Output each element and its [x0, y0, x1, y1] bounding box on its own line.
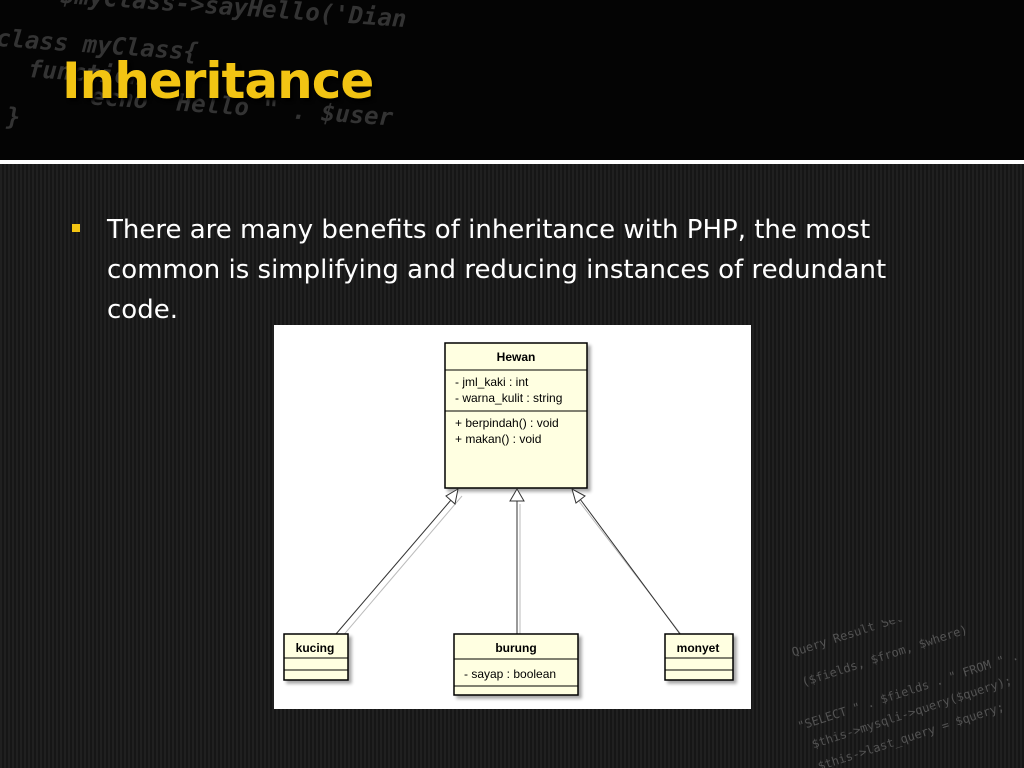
class-attribute: - sayap : boolean	[464, 667, 556, 681]
arrow-monyet	[579, 498, 681, 635]
header-divider	[0, 160, 1024, 164]
arrow-kucing	[335, 499, 452, 635]
class-method: + makan() : void	[455, 432, 541, 446]
square-bullet-icon	[72, 224, 80, 232]
class-name: Hewan	[497, 350, 536, 364]
bullet-item: There are many benefits of inheritance w…	[72, 210, 932, 330]
code-background: $myClass->sayHello('Dian class myClass{ …	[0, 0, 460, 160]
uml-diagram: Hewan - jml_kaki : int - warna_kulit : s…	[274, 325, 751, 709]
inheritance-arrows	[335, 487, 684, 639]
class-box	[453, 633, 579, 696]
code-corner-background: Query Result Set ($fields, $from, $where…	[760, 620, 1024, 768]
class-monyet: monyet	[664, 633, 734, 681]
class-name: kucing	[296, 641, 335, 655]
class-name: monyet	[677, 641, 720, 655]
class-attribute: - warna_kulit : string	[455, 391, 562, 405]
uml-diagram-svg: Hewan - jml_kaki : int - warna_kulit : s…	[274, 325, 751, 709]
class-box	[444, 342, 588, 489]
class-hewan: Hewan - jml_kaki : int - warna_kulit : s…	[444, 342, 588, 489]
slide-title: Inheritance	[62, 52, 374, 110]
code-line: $myClass->sayHello('Dian	[59, 0, 408, 34]
arrow-head-icon	[509, 488, 525, 502]
class-box	[283, 633, 349, 681]
code-line: }	[6, 103, 21, 131]
class-kucing: kucing	[283, 633, 349, 681]
class-method: + berpindah() : void	[455, 416, 559, 430]
class-attribute: - jml_kaki : int	[455, 375, 529, 389]
header-banner: $myClass->sayHello('Dian class myClass{ …	[0, 0, 1024, 160]
bullet-text: There are many benefits of inheritance w…	[107, 215, 887, 325]
class-burung: burung - sayap : boolean	[453, 633, 579, 696]
arrow-head-icon	[445, 488, 459, 505]
arrow-head-icon	[571, 487, 586, 504]
class-name: burung	[495, 641, 536, 655]
class-box	[664, 633, 734, 681]
